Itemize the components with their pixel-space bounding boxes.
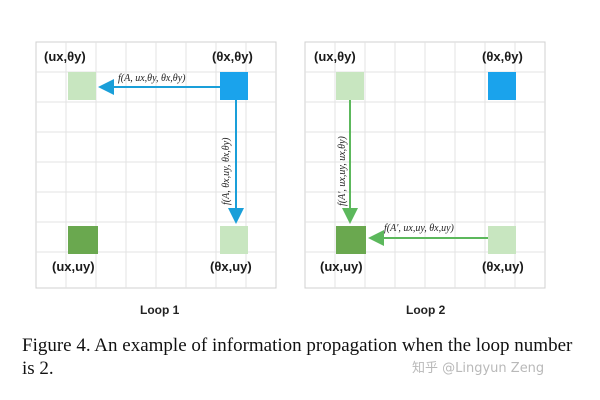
loop2-cell-top-right [488, 72, 516, 100]
loop1-cell-bottom-right [220, 226, 248, 254]
loop2-label-bottom-left: (ux,uy) [320, 259, 363, 274]
loop2-label-top-left: (ux,θy) [314, 49, 356, 64]
loop2-label-top-right: (θx,θy) [482, 49, 523, 64]
loop2-cell-top-left [336, 72, 364, 100]
loop2-cell-bottom-right [488, 226, 516, 254]
loop1-label-bottom-left: (ux,uy) [52, 259, 95, 274]
loop2-edge-vertical-label: f(A′, ux,uy, ux,θy) [337, 135, 348, 206]
loop1-label-top-left: (ux,θy) [44, 49, 86, 64]
loop2-label-bottom-right: (θx,uy) [482, 259, 524, 274]
loop1-cell-top-left [68, 72, 96, 100]
loop2-cell-bottom-left [336, 226, 366, 254]
figure-caption: Figure 4. An example of information prop… [22, 335, 573, 379]
loop2-edge-horizontal-label: f(A′, ux,uy, θx,uy) [384, 223, 455, 234]
loop1-panel: f(A, ux,θy, θx,θy) f(A, θx,uy, θx,θy) [35, 41, 277, 289]
loop1-cell-bottom-left [68, 226, 98, 254]
loop1-cell-top-right [220, 72, 248, 100]
loop1-label-bottom-right: (θx,uy) [210, 259, 252, 274]
loop1-title: Loop 1 [140, 303, 180, 317]
loop2-title: Loop 2 [406, 303, 446, 317]
loop2-panel: f(A′, ux,uy, ux,θy) f(A′, ux,uy, θx,uy) [304, 41, 546, 289]
watermark: 知乎 @Lingyun Zeng [412, 361, 545, 376]
loop1-edge-vertical-label: f(A, θx,uy, θx,θy) [221, 137, 232, 205]
loop1-label-top-right: (θx,θy) [212, 49, 253, 64]
loop1-edge-horizontal-label: f(A, ux,θy, θx,θy) [118, 73, 186, 84]
